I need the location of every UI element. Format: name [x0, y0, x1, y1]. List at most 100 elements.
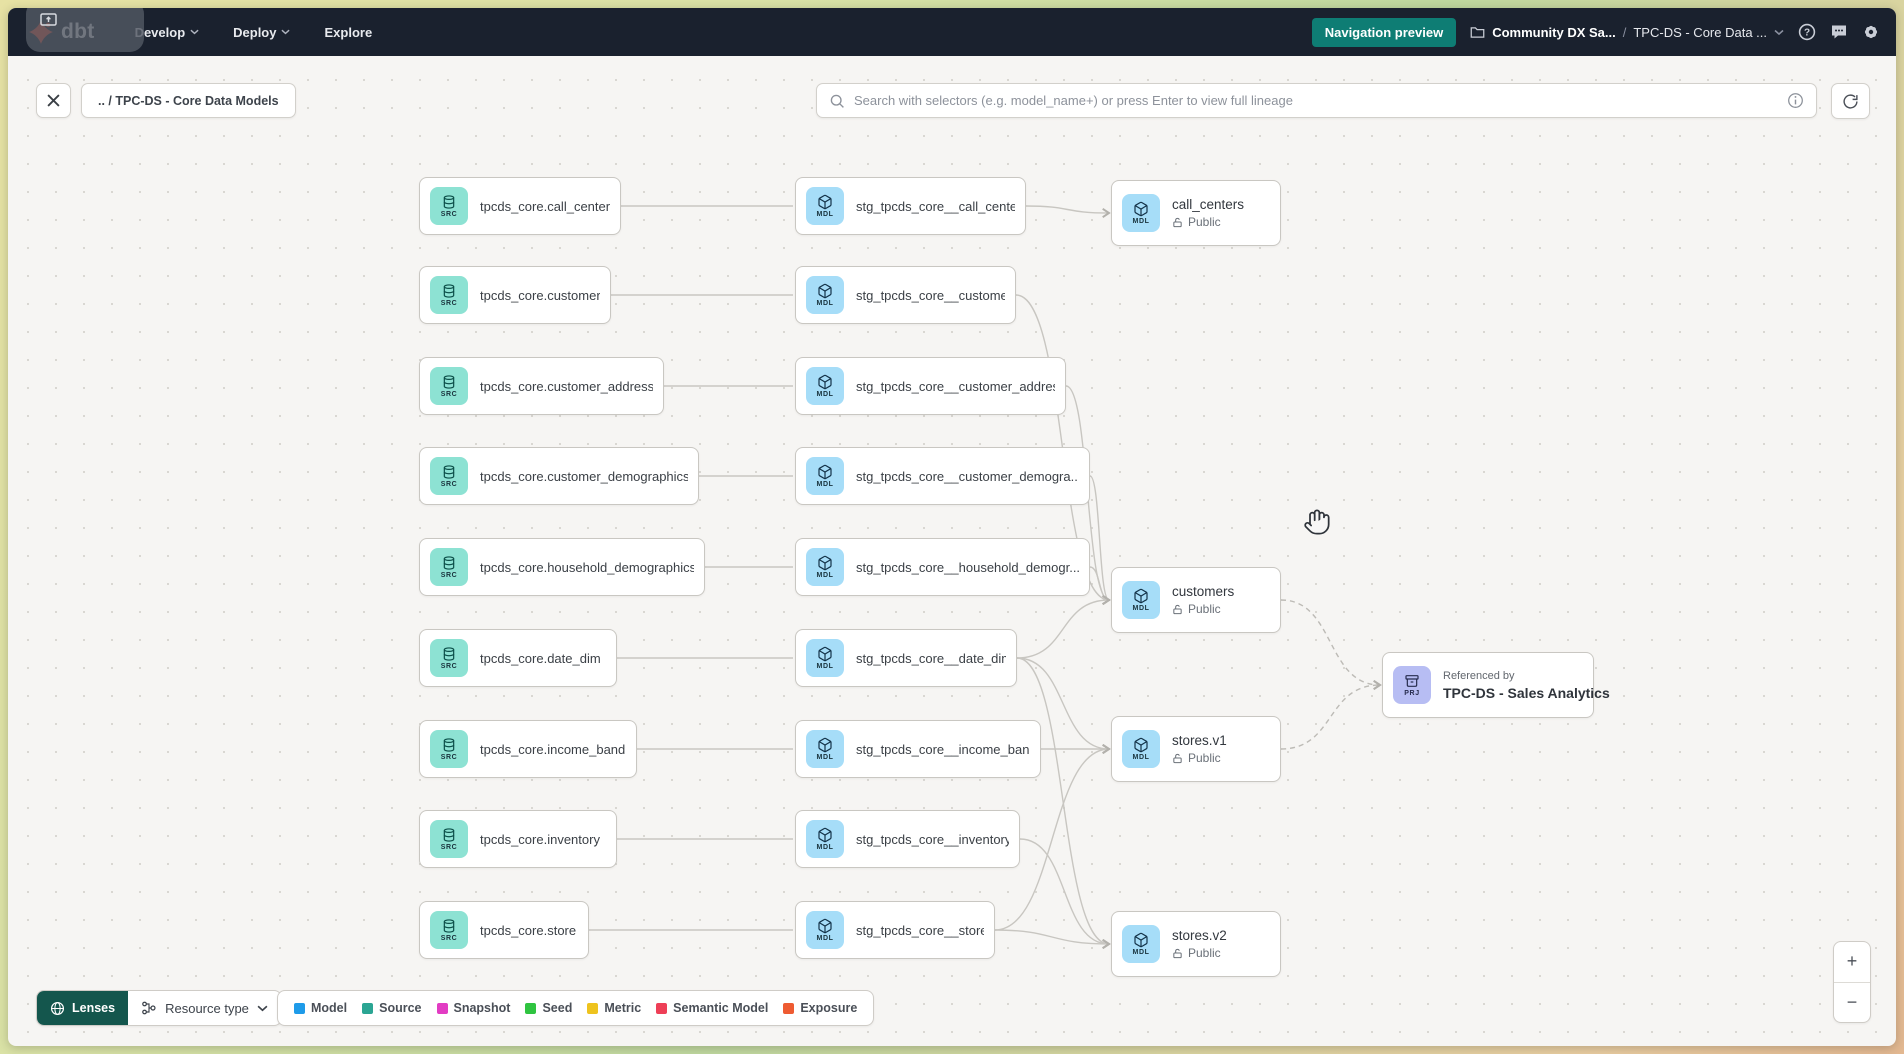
lineage-breadcrumb[interactable]: .. / TPC-DS - Core Data Models — [81, 83, 296, 118]
info-icon[interactable] — [1787, 92, 1804, 109]
model-cube-icon — [1134, 737, 1148, 753]
node-type-tile: MDL — [806, 457, 844, 495]
node-type-tile: MDL — [806, 367, 844, 405]
access-badge: Public — [1172, 751, 1227, 765]
top-nav: dbt Develop Deploy Explore Navigation pr… — [8, 8, 1896, 56]
model-node-label: customers — [1172, 584, 1235, 599]
search-input[interactable] — [854, 93, 1778, 108]
zoom-out-button[interactable]: − — [1846, 991, 1858, 1012]
database-icon — [443, 465, 455, 479]
node-type-badge: SRC — [440, 481, 458, 488]
chevron-down-icon — [190, 29, 199, 35]
source-node[interactable]: SRC tpcds_core.income_band — [419, 720, 637, 778]
legend-label: Snapshot — [453, 1001, 511, 1015]
lock-open-icon — [1173, 217, 1182, 227]
legend-item: Seed — [525, 1001, 572, 1015]
legend-color-swatch — [525, 1002, 537, 1014]
node-type-tile: SRC — [430, 548, 468, 586]
node-type-badge: MDL — [816, 935, 834, 942]
source-node-label: tpcds_core.income_band — [480, 741, 626, 757]
node-type-badge: MDL — [816, 572, 834, 579]
model-node[interactable]: MDL stg_tpcds_core__income_band — [795, 720, 1041, 778]
node-type-tile: MDL — [806, 276, 844, 314]
chevron-down-icon — [1774, 29, 1784, 35]
resource-type-dropdown[interactable]: Resource type — [128, 991, 281, 1025]
legend-item: Source — [362, 1001, 422, 1015]
model-cube-icon — [818, 646, 832, 662]
screen-share-icon — [40, 13, 57, 26]
model-cube-icon — [818, 737, 832, 753]
navigation-preview-button[interactable]: Navigation preview — [1311, 17, 1457, 47]
refresh-lineage-button[interactable] — [1831, 83, 1870, 119]
nav-item-develop[interactable]: Develop — [135, 25, 200, 40]
model-node-label: stg_tpcds_core__income_band — [856, 741, 1030, 757]
lock-open-icon — [1173, 604, 1182, 614]
lenses-button[interactable]: Lenses — [37, 991, 129, 1025]
nav-item-deploy[interactable]: Deploy — [233, 25, 291, 40]
model-node[interactable]: MDL stg_tpcds_core__inventory — [795, 810, 1020, 868]
model-node-label: stg_tpcds_core__household_demogr... — [856, 559, 1079, 575]
project-node-label: TPC-DS - Sales Analytics — [1443, 684, 1610, 701]
breadcrumb[interactable]: Community DX Sa... / TPC-DS - Core Data … — [1470, 25, 1784, 40]
legend-label: Seed — [542, 1001, 573, 1015]
node-type-badge: SRC — [440, 754, 458, 761]
source-node[interactable]: SRC tpcds_core.inventory — [419, 810, 617, 868]
zoom-divider — [1834, 981, 1870, 983]
node-type-badge: MDL — [816, 844, 834, 851]
node-type-tile: MDL — [806, 820, 844, 858]
close-icon — [47, 94, 60, 107]
node-type-badge: MDL — [816, 754, 834, 761]
model-node-label: stores.v1 — [1172, 733, 1227, 748]
model-node[interactable]: MDL stg_tpcds_core__household_demogr... — [795, 538, 1090, 596]
node-type-tile: SRC — [430, 820, 468, 858]
node-type-badge: MDL — [1132, 605, 1150, 612]
legend-label: Source — [379, 1001, 422, 1015]
grab-cursor-icon — [1303, 508, 1331, 541]
model-node-label: stg_tpcds_core__inventory — [856, 831, 1009, 847]
gear-icon[interactable] — [1862, 23, 1880, 41]
database-icon — [443, 828, 455, 842]
model-cube-icon — [818, 918, 832, 934]
node-type-badge: SRC — [440, 572, 458, 579]
legend-label: Exposure — [800, 1001, 858, 1015]
node-type-tile: MDL — [1122, 730, 1160, 768]
source-node-label: tpcds_core.household_demographics — [480, 559, 694, 575]
node-type-tile: PRJ — [1393, 666, 1431, 704]
source-node[interactable]: SRC tpcds_core.household_demographics — [419, 538, 705, 596]
nav-item-explore[interactable]: Explore — [324, 24, 373, 40]
access-badge: Public — [1172, 946, 1227, 960]
source-node-label: tpcds_core.inventory — [480, 831, 600, 847]
close-lineage-button[interactable] — [36, 83, 71, 118]
legend-color-swatch — [362, 1002, 374, 1014]
database-icon — [443, 919, 455, 933]
breadcrumb-project[interactable]: Community DX Sa... — [1492, 24, 1616, 40]
project-archive-icon — [1405, 675, 1419, 687]
node-type-tile: MDL — [806, 548, 844, 586]
help-icon[interactable]: ? — [1798, 23, 1816, 41]
model-cube-icon — [1134, 588, 1148, 604]
breadcrumb-environment[interactable]: TPC-DS - Core Data ... — [1633, 24, 1767, 40]
feedback-chat-icon[interactable] — [1830, 23, 1848, 41]
source-node-label: tpcds_core.store — [480, 922, 577, 938]
zoom-in-button[interactable]: + — [1846, 951, 1858, 972]
model-cube-icon — [818, 827, 832, 843]
svg-text:?: ? — [1804, 28, 1810, 39]
legend-item: Semantic Model — [656, 1001, 768, 1015]
